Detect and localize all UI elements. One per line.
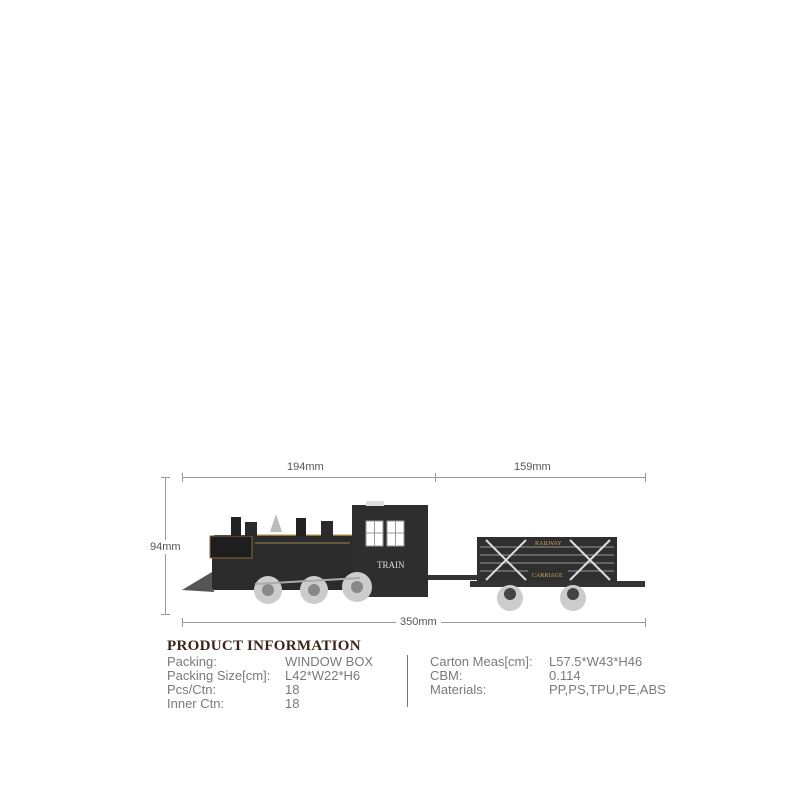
coupler <box>428 575 478 580</box>
dimension-tick <box>435 473 436 482</box>
info-label: Pcs/Ctn: <box>167 682 217 697</box>
total-length-label: 350mm <box>396 616 441 628</box>
info-label: CBM: <box>430 668 463 683</box>
info-value: PP,PS,TPU,PE,ABS <box>549 682 666 697</box>
dimension-tick <box>645 618 646 627</box>
dimension-tick <box>182 618 183 627</box>
dimension-tick <box>645 473 646 482</box>
info-value: 18 <box>285 696 300 711</box>
info-value: L57.5*W43*H46 <box>549 654 643 669</box>
carriage: RAILWAY CARRIAGE <box>470 537 645 611</box>
carriage-bottom-label: CARRIAGE <box>532 573 563 579</box>
info-label: Packing: <box>167 654 217 669</box>
loco-name: TRAIN <box>377 560 405 570</box>
info-value: 0.114 <box>549 668 581 683</box>
loco-length-label: 194mm <box>287 461 324 473</box>
dimension-tick <box>161 614 170 615</box>
info-value: 18 <box>285 682 300 697</box>
locomotive: TRAIN <box>182 501 428 604</box>
dimension-tick <box>161 477 170 478</box>
info-divider <box>407 655 408 707</box>
dimension-tick <box>182 473 183 482</box>
info-label: Carton Meas[cm]: <box>430 654 533 669</box>
top-dimension-line <box>182 477 646 478</box>
info-value: WINDOW BOX <box>285 654 374 669</box>
carriage-length-label: 159mm <box>514 461 551 473</box>
height-label: 94mm <box>150 540 181 554</box>
info-value: L42*W22*H6 <box>285 668 361 683</box>
info-label: Materials: <box>430 682 487 697</box>
info-label: Inner Ctn: <box>167 696 225 711</box>
carriage-top-label: RAILWAY <box>535 541 562 547</box>
info-label: Packing Size[cm]: <box>167 668 271 683</box>
product-info-title: PRODUCT INFORMATION <box>167 638 361 654</box>
